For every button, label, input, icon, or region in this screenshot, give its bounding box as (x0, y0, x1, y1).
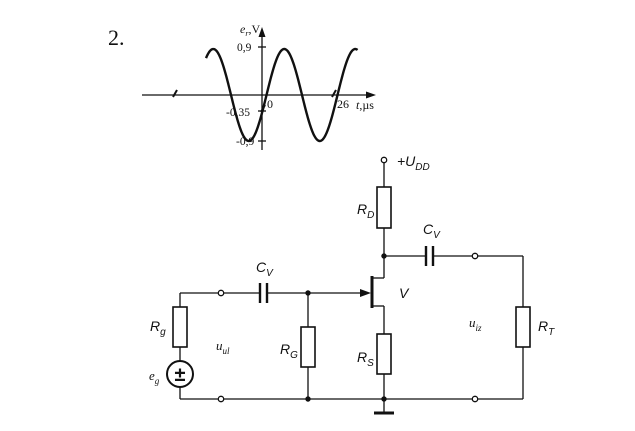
rs-label-sub: S (367, 358, 374, 369)
cv-in-label-main: C (256, 259, 267, 275)
output-terminal-top (471, 252, 479, 260)
source-label: eg (149, 368, 160, 386)
cv-out-label: CV (423, 221, 441, 241)
output-terminal-bottom (471, 395, 479, 403)
output-voltage-label: uiz (469, 315, 482, 333)
source-label-main: e (149, 368, 155, 383)
tick-label-pos: 0,9 (237, 42, 252, 54)
resistor-rd (376, 186, 392, 229)
rs-label-main: R (357, 349, 367, 365)
x-axis-label: t,µs (356, 98, 374, 112)
y-axis-label-unit: ,V (248, 22, 260, 36)
tick-label-neg: -0,9 (236, 136, 254, 148)
cv-in-label-sub: V (266, 268, 274, 279)
input-voltage-label: uul (216, 338, 230, 356)
rt-label-sub: T (548, 327, 555, 338)
supply-terminal (380, 156, 388, 164)
rgate-label: RG (280, 341, 298, 361)
output-voltage-sub: iz (476, 323, 483, 333)
input-voltage-sub: ul (223, 346, 231, 356)
resistor-rt (515, 306, 531, 348)
transistor-label: V (399, 285, 410, 301)
graph-x-arrow (366, 91, 376, 99)
input-terminal-top (217, 289, 225, 297)
tick-label-period: 26 (337, 97, 349, 111)
circuit-schematic: +UDD RD CV RT V (149, 153, 555, 415)
rd-label: RD (357, 201, 374, 221)
y-axis-label-sub: r (245, 29, 249, 38)
resistor-rgate (300, 326, 316, 368)
rg-label-sub: g (160, 327, 166, 338)
origin-label: 0 (267, 97, 273, 111)
supply-label-sub: DD (415, 162, 429, 173)
input-terminal-bottom (217, 395, 225, 403)
x-axis-label-unit: ,µs (359, 98, 374, 112)
supply-label: +UDD (397, 153, 430, 173)
rg-label-main: R (150, 318, 160, 334)
sine-wave-curve (204, 47, 359, 143)
supply-label-main: +U (397, 153, 416, 169)
source-label-sub: g (155, 376, 160, 386)
y-axis-label: er,V (240, 22, 260, 38)
cv-in-label: CV (256, 259, 274, 279)
source-symbol: ± (175, 364, 186, 386)
output-voltage-main: u (469, 315, 476, 330)
rgate-label-main: R (280, 341, 290, 357)
zero-crossing-mark-left (172, 89, 178, 98)
cv-out-label-main: C (423, 221, 434, 237)
graph-y-arrow (258, 27, 266, 37)
resistor-rg (172, 306, 188, 348)
rg-label: Rg (150, 318, 166, 338)
tick-label-mid: -0,35 (226, 107, 250, 119)
problem-number: 2. (108, 25, 125, 50)
y-axis-label-var: e (240, 22, 246, 36)
waveform-graph: er,V t,µs 0 0,9 -0,35 -0,9 26 (142, 22, 376, 150)
rt-label-main: R (538, 318, 548, 334)
offset-mark (260, 104, 266, 113)
rd-label-main: R (357, 201, 367, 217)
x-axis-label-var: t (356, 98, 360, 112)
rt-label: RT (538, 318, 555, 338)
rs-label: RS (357, 349, 374, 369)
rd-label-sub: D (367, 210, 374, 221)
gate-arrow (360, 289, 371, 297)
zero-crossing-mark-right (331, 89, 337, 98)
resistor-rs (376, 333, 392, 375)
cv-out-label-sub: V (433, 230, 441, 241)
input-voltage-main: u (216, 338, 223, 353)
rgate-label-sub: G (290, 350, 298, 361)
